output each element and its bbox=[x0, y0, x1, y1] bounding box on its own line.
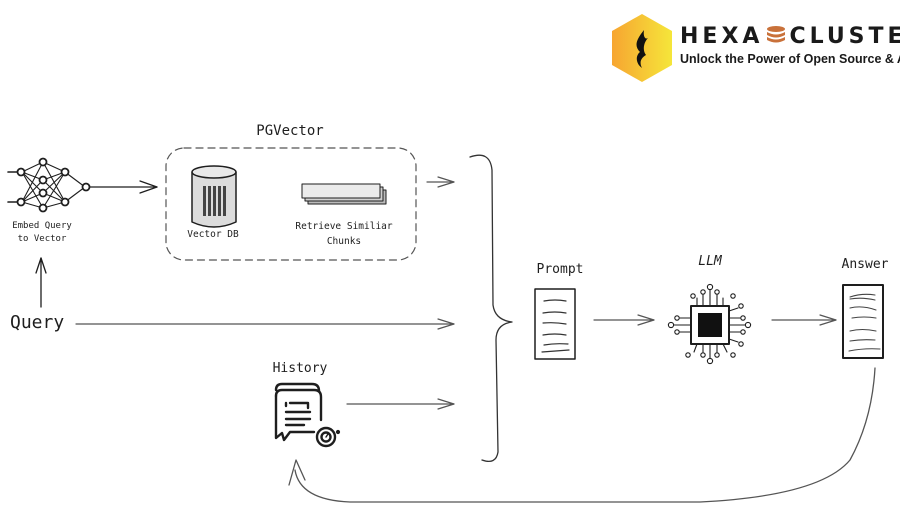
prompt-label: Prompt bbox=[536, 262, 584, 277]
arrow-query-to-bracket bbox=[75, 318, 455, 330]
embed-label-line2: to Vector bbox=[17, 234, 67, 244]
answer-document-icon bbox=[842, 284, 884, 359]
hexacluster-logo-hexagon bbox=[612, 14, 672, 82]
arrow-embed-to-pgvector bbox=[89, 180, 158, 194]
vector-db-icon bbox=[191, 165, 237, 228]
neural-network-icon bbox=[7, 157, 91, 213]
retrieve-label-line2: Chunks bbox=[326, 236, 362, 247]
arrow-history-to-bracket bbox=[346, 398, 455, 410]
llm-label: LLM bbox=[698, 254, 722, 269]
answer-label: Answer bbox=[841, 257, 889, 272]
history-chat-icon bbox=[274, 382, 341, 448]
pgvector-title: PGVector bbox=[256, 123, 324, 139]
flame-icon bbox=[636, 30, 648, 68]
history-label: History bbox=[272, 361, 328, 376]
arrow-answer-to-history bbox=[288, 367, 876, 503]
brand-name: HEXA CLUSTER bbox=[680, 24, 900, 49]
llm-chip-icon bbox=[667, 283, 752, 365]
database-icon bbox=[767, 26, 786, 43]
embed-label-line1: Embed Query bbox=[12, 221, 72, 231]
arrow-query-to-embed bbox=[35, 257, 47, 308]
retrieve-label-line1: Retrieve Similiar bbox=[295, 221, 393, 232]
chunks-stack-icon bbox=[301, 183, 387, 205]
retrieve-chunks-label: Retrieve Similiar Chunks bbox=[286, 219, 402, 249]
embed-query-label: Embed Query to Vector bbox=[6, 220, 78, 246]
arrow-llm-to-answer bbox=[771, 314, 837, 326]
prompt-document-icon bbox=[534, 288, 576, 360]
arrow-pgvector-to-bracket bbox=[426, 176, 455, 188]
brand-tagline: Unlock the Power of Open Source & AI bbox=[680, 52, 900, 66]
merge-bracket bbox=[469, 154, 513, 463]
query-label: Query bbox=[10, 312, 65, 333]
arrow-prompt-to-llm bbox=[593, 314, 655, 326]
pgvector-container bbox=[165, 147, 417, 261]
vector-db-label: Vector DB bbox=[187, 229, 239, 240]
